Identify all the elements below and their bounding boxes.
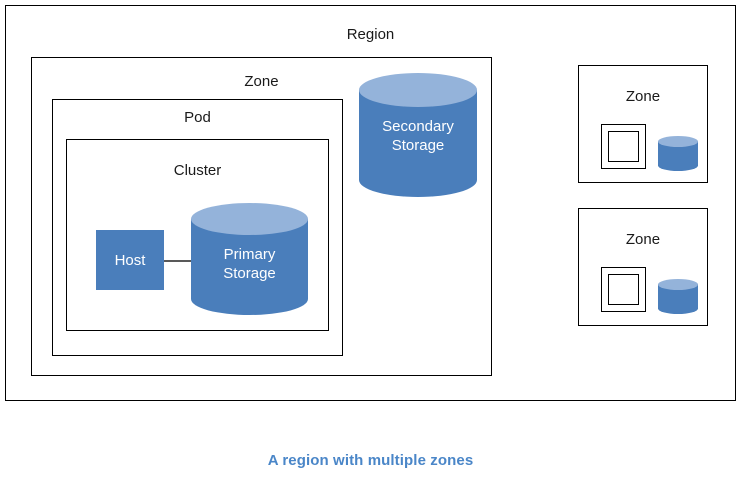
cluster-label: Cluster — [173, 162, 222, 179]
cylinder-top — [658, 136, 698, 147]
pod-container: Pod — [52, 99, 343, 356]
mini-cluster-inner-1 — [608, 131, 639, 162]
zone-small-container-1: Zone — [578, 65, 708, 183]
zone-small-container-2: Zone — [578, 208, 708, 326]
mini-pod-outer-2 — [601, 267, 646, 312]
host-label: Host — [114, 251, 146, 269]
cluster-container: Cluster — [66, 139, 329, 331]
mini-storage-cylinder-icon-1 — [658, 136, 698, 171]
region-container: Region — [5, 5, 736, 401]
zone-small-label-1: Zone — [625, 88, 661, 105]
cylinder-top — [359, 73, 477, 107]
zone-main-container: Zone — [31, 57, 492, 376]
cylinder-top — [191, 203, 308, 235]
cylinder-top — [658, 279, 698, 290]
pod-label: Pod — [184, 109, 211, 126]
mini-storage-cylinder-icon-2 — [658, 279, 698, 314]
diagram-caption: A region with multiple zones — [267, 452, 474, 469]
host-to-primary-storage-connector — [164, 260, 192, 262]
host-node: Host — [96, 230, 164, 290]
secondary-storage-cylinder-icon: Secondary Storage — [359, 73, 477, 197]
zone-small-label-2: Zone — [625, 231, 661, 248]
mini-cluster-inner-2 — [608, 274, 639, 305]
mini-pod-outer-1 — [601, 124, 646, 169]
region-label: Region — [346, 26, 395, 43]
primary-storage-cylinder-icon: Primary Storage — [191, 203, 308, 315]
zone-main-label: Zone — [244, 73, 279, 90]
